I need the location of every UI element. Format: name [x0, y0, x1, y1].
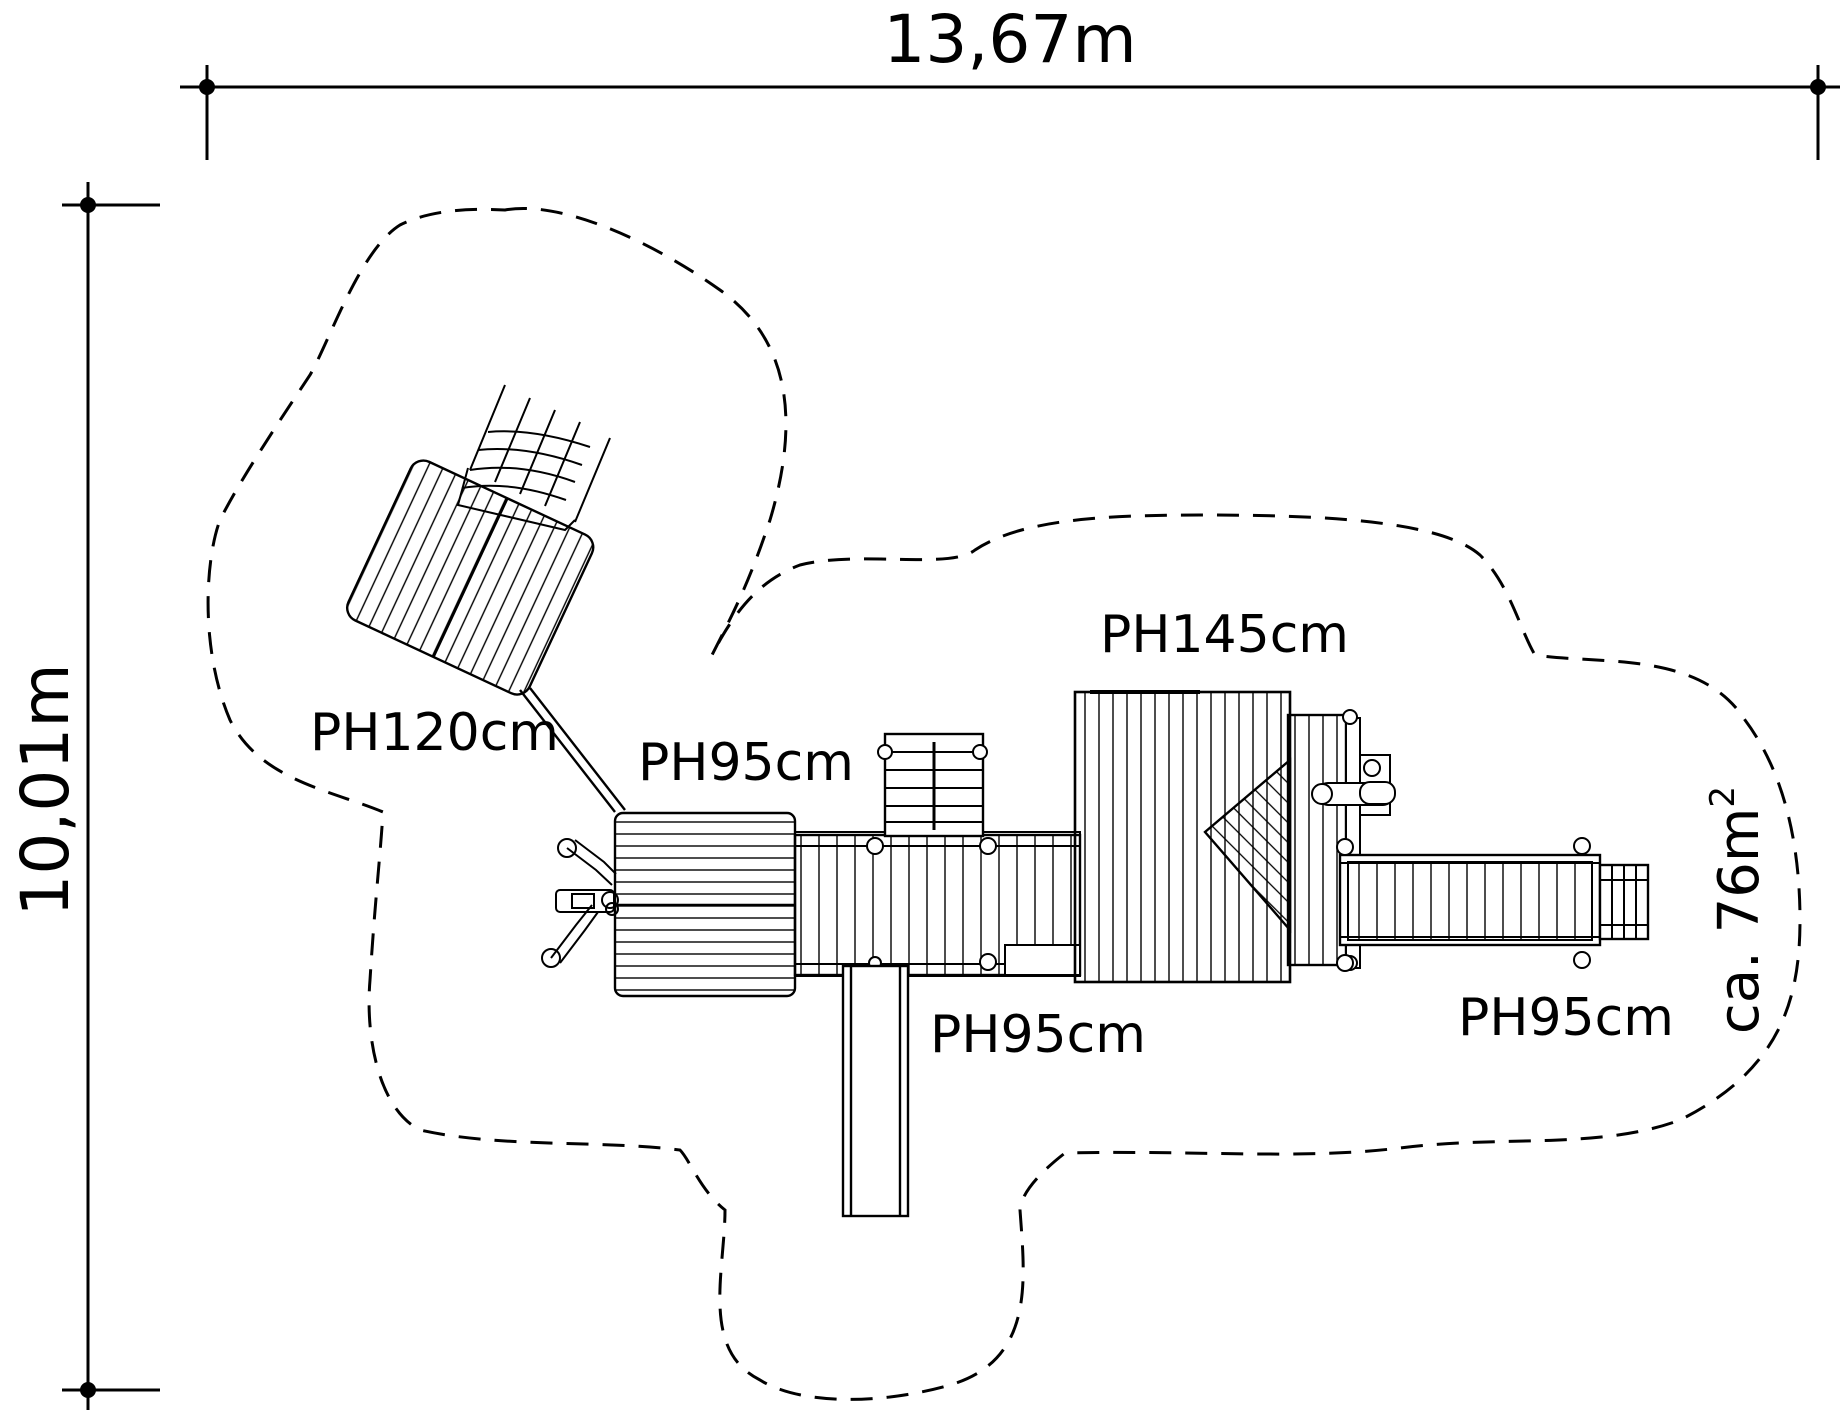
slide-diagonal	[519, 687, 626, 813]
bridge-section	[793, 831, 1082, 977]
area-label-prefix: ca. 76m	[1707, 808, 1772, 1035]
safety-area-outline	[206, 207, 1802, 1401]
height-dim-node-top	[80, 197, 96, 213]
height-dimension-label: 10,01m	[7, 663, 84, 916]
label-platform-mid: PH95cm	[638, 733, 854, 793]
label-tower-main: PH145cm	[1100, 605, 1349, 665]
playground-equipment	[346, 384, 1650, 1218]
width-dim-node-right	[1810, 79, 1826, 95]
label-tower-left: PH120cm	[310, 703, 559, 763]
ladder-top	[877, 732, 988, 838]
height-dim-node-bottom	[80, 1382, 96, 1398]
label-bridge-lower: PH95cm	[930, 1005, 1146, 1065]
width-dimension	[180, 65, 1840, 160]
slide-straight	[841, 964, 910, 1218]
platform-right-deck	[1336, 837, 1602, 972]
area-label: ca. 76m2	[1703, 786, 1772, 1034]
height-dimension	[62, 182, 160, 1410]
label-platform-right: PH95cm	[1458, 988, 1674, 1048]
area-label-sup: 2	[1703, 786, 1743, 808]
width-dimension-label: 13,67m	[883, 1, 1136, 78]
climbing-frame-left	[541, 838, 619, 968]
climbing-net	[456, 384, 611, 532]
tower-left-roof	[346, 459, 595, 696]
area-label-group: ca. 76m2	[1703, 786, 1772, 1034]
ladder-right	[1598, 863, 1650, 941]
width-dim-node-left	[199, 79, 215, 95]
